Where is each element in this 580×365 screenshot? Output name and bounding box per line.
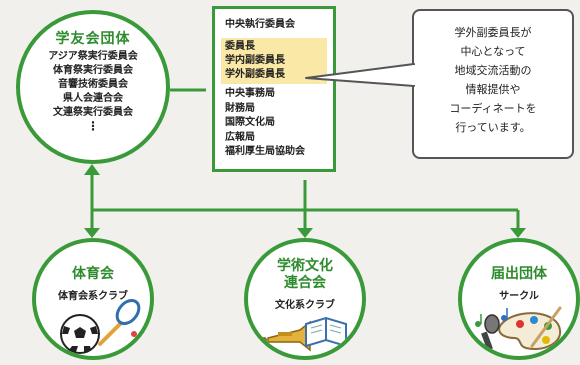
arrow-down-right [510,228,526,238]
bureau-item: 広報局 [225,131,255,143]
group-title-line: 届出団体 [491,266,547,282]
bureau-list: 中央事務局 財務局 国際文化局 広報局 福利厚生局協助会 [225,87,333,160]
role-item: 学外副委員長 [225,69,285,80]
bubble-line: コーディネートを [449,102,537,115]
gakuyukai-items: アジア祭実行委員会 体育祭実行委員会 音響技術委員会 県人会連合会 文連祭実行委… [20,50,166,120]
role-item: 委員長 [225,41,255,52]
highlighted-roles: 委員長 学内副委員長 学外副委員長 [221,38,327,84]
bubble-line: 学外副委員長が [454,26,532,39]
speech-bubble: 学外副委員長が 中心となって 地域交流活動の 情報提供や コーディネートを 行っ… [412,9,574,159]
arrow-up-left [84,164,100,175]
gakuyukai-circle: 学友会団体 アジア祭実行委員会 体育祭実行委員会 音響技術委員会 県人会連合会 … [16,10,170,164]
arrow-down-left [84,228,100,238]
ellipsis-dots: ⋮ [87,119,99,133]
group-title: 学術文化 連合会 [248,258,362,292]
taiikukai-circle: 体育会 体育会系クラブ [32,238,154,360]
bubble-line: 地域交流活動の [454,64,532,77]
culture-illustration [261,316,347,352]
gakuyukai-item: 文連祭実行委員会 [53,107,133,118]
badminton-racket-icon [98,298,141,346]
gakuyukai-title: 学友会団体 [55,31,131,47]
bureau-item: 中央事務局 [225,88,275,99]
chuo-box: 中央執行委員会 委員長 学内副委員長 学外副委員長 中央事務局 財務局 国際文化… [212,6,336,172]
music-note-icon [475,308,508,327]
group-title-line: 体育会 [72,266,114,282]
trumpet-icon [261,320,311,352]
palette-icon [498,306,562,350]
todokede-circle: 届出団体 サークル [458,238,580,360]
group-subtitle: 体育会系クラブ [58,291,128,302]
bubble-line: 中心となって [460,45,526,58]
book-icon [305,316,347,348]
group-title-line: 連合会 [284,275,326,291]
microphone-icon [481,314,500,351]
circle-illustration [475,306,562,351]
bubble-line: 情報提供や [465,83,521,96]
bureau-item: 財務局 [225,102,255,114]
bureau-item: 福利厚生局協助会 [225,146,305,157]
gakuyukai-item: 音響技術委員会 [58,79,128,90]
soccer-ball-icon [60,314,100,354]
gakujutsu-circle: 学術文化 連合会 文化系クラブ [244,238,366,360]
group-title: 体育会 [36,266,150,283]
sports-illustration [60,298,141,354]
bubble-line: 行っています。 [455,121,531,134]
bureau-item: 国際文化局 [225,117,275,128]
group-subtitle: 文化系クラブ [275,300,335,311]
role-item: 学内副委員長 [225,55,285,66]
gakuyukai-item: 県人会連合会 [63,93,123,104]
group-title: 届出団体 [462,266,576,283]
group-title-line: 学術文化 [277,258,333,274]
gakuyukai-item: アジア祭実行委員会 [48,51,138,62]
arrow-down-center [297,228,313,238]
gakuyukai-item: 体育祭実行委員会 [53,65,133,76]
chuo-title: 中央執行委員会 [225,19,295,30]
group-subtitle: サークル [499,291,539,302]
